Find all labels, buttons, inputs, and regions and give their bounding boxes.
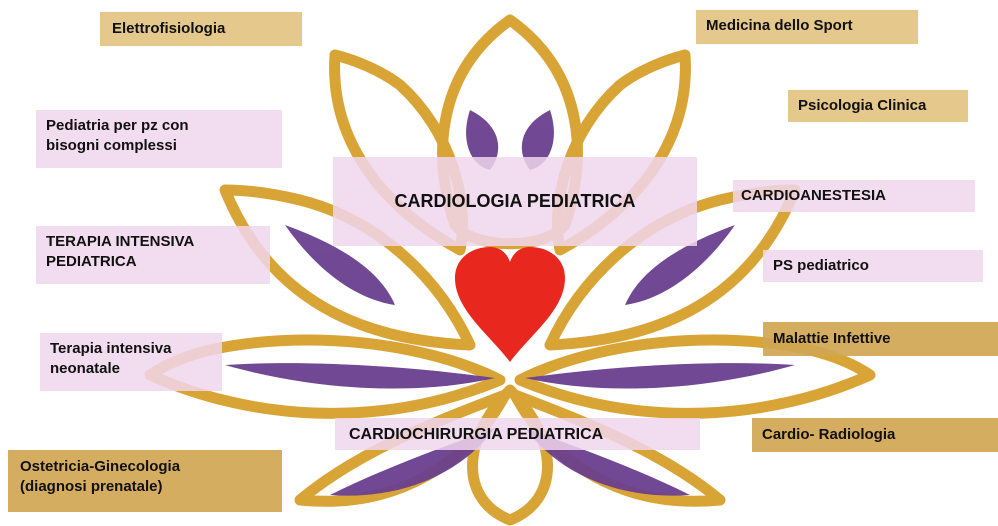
elettrofisiologia-text: Elettrofisiologia [112,20,225,37]
ps-pediatrico-text: PS pediatrico [773,257,869,274]
pediatria-label: Pediatria per pz con bisogni complessi [36,110,282,168]
cardio-radiologia-text: Cardio- Radiologia [762,426,895,443]
terapia-intensiva-neonatale-label: Terapia intensiva neonatale [40,333,222,391]
malattie-infettive-label: Malattie Infettive [763,322,998,356]
ostetricia-label: Ostetricia-Ginecologia (diagnosi prenata… [8,450,282,512]
center-title: CARDIOLOGIA PEDIATRICA [395,189,636,213]
cardioanestesia-label: CARDIOANESTESIA [733,180,975,212]
ostetricia-line2: (diagnosi prenatale) [20,477,270,497]
cardiochirurgia-text: CARDIOCHIRURGIA PEDIATRICA [349,426,603,443]
cardiochirurgia-label: CARDIOCHIRURGIA PEDIATRICA [335,418,700,450]
pediatria-line2: bisogni complessi [46,136,272,156]
psicologia-label: Psicologia Clinica [788,90,968,122]
medicina-sport-text: Medicina dello Sport [706,17,853,34]
tin-line2: neonatale [50,359,212,379]
center-title-label: CARDIOLOGIA PEDIATRICA [333,157,697,246]
tip-line1: TERAPIA INTENSIVA [46,232,260,252]
tip-line2: PEDIATRICA [46,252,260,272]
medicina-sport-label: Medicina dello Sport [696,10,918,44]
pediatria-line1: Pediatria per pz con [46,116,272,136]
cardioanestesia-text: CARDIOANESTESIA [741,187,886,204]
cardio-radiologia-label: Cardio- Radiologia [752,418,998,452]
elettrofisiologia-label: Elettrofisiologia [100,12,302,46]
petal-bottom-center [473,390,548,520]
malattie-infettive-text: Malattie Infettive [773,330,891,347]
ostetricia-line1: Ostetricia-Ginecologia [20,457,270,477]
ps-pediatrico-label: PS pediatrico [763,250,983,282]
tin-line1: Terapia intensiva [50,339,212,359]
psicologia-text: Psicologia Clinica [798,97,926,114]
terapia-intensiva-pediatrica-label: TERAPIA INTENSIVA PEDIATRICA [36,226,270,284]
